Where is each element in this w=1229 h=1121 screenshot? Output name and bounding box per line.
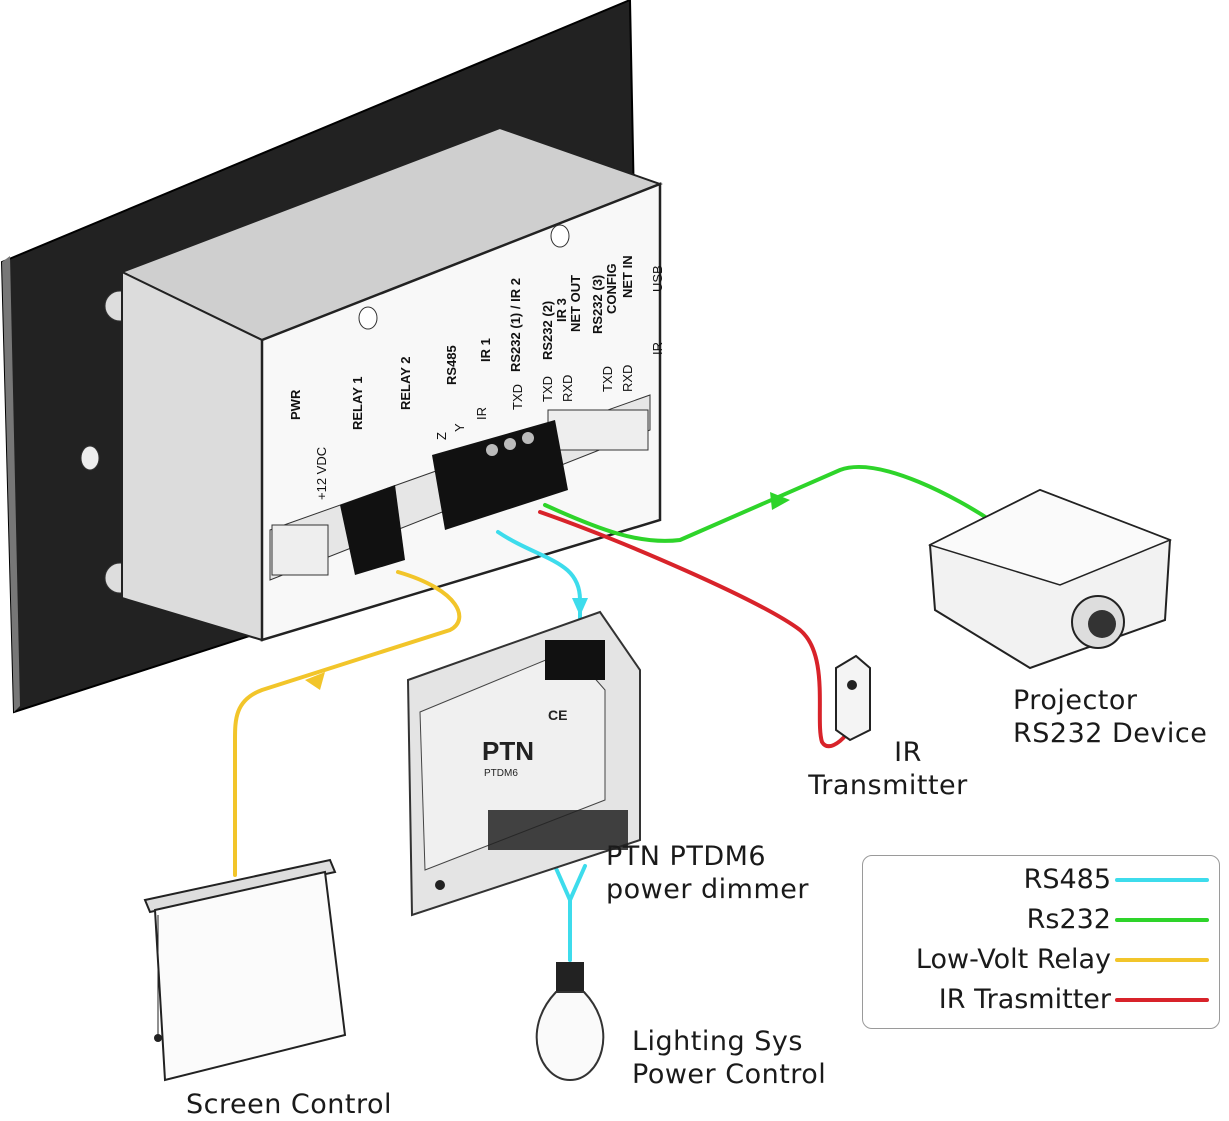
legend-swatch: [1115, 957, 1209, 962]
terminal-connectors: [340, 420, 568, 575]
port-label: TXD: [510, 384, 525, 410]
port-label: TXD: [540, 376, 555, 402]
dimmer-label-line1: PTN PTDM6: [606, 841, 767, 872]
lighting-label-line2: Power Control: [632, 1059, 827, 1090]
panel-labels: PWR +12 VDC RELAY 1 RELAY 2 RS485 Z Y IR…: [288, 255, 665, 500]
lighting-label-line1: Lighting Sys: [632, 1026, 803, 1057]
ir-wire: [538, 510, 848, 749]
port-label: NET OUT: [568, 275, 583, 332]
legend-label: IR Trasmitter: [938, 984, 1111, 1015]
projector-label-line2: RS232 Device: [1013, 718, 1208, 749]
legend-row-rs485: RS485: [1024, 864, 1209, 895]
dimmer-brand: PTN: [482, 736, 534, 766]
legend-row-rs232: Rs232: [1027, 904, 1209, 935]
port-label: TXD: [600, 366, 615, 392]
dimmer-label-line2: power dimmer: [606, 874, 809, 905]
legend-row-ir: IR Trasmitter: [939, 984, 1209, 1015]
screen-control-label: Screen Control: [186, 1089, 393, 1120]
port-label: CONFIG: [604, 263, 619, 314]
port-label: RS485: [444, 345, 459, 385]
port-label: USB: [650, 265, 665, 292]
ir-transmitter: [835, 654, 871, 742]
port-label: PWR: [288, 389, 303, 420]
legend-row-relay: Low-Volt Relay: [916, 944, 1209, 975]
port-label: RS232 (2): [540, 301, 555, 360]
light-bulb: [535, 962, 605, 1082]
legend-label: RS485: [1023, 864, 1111, 895]
rs485-arrow: [572, 598, 588, 616]
projector-label-line1: Projector: [1013, 685, 1138, 716]
legend-swatch: [1115, 917, 1209, 922]
port-label: RELAY 2: [398, 357, 413, 410]
legend-label: Low-Volt Relay: [915, 944, 1111, 975]
port-label: IR: [650, 342, 665, 355]
projector-label: Projector RS232 Device: [1013, 684, 1207, 750]
dimmer-label: PTN PTDM6 power dimmer: [606, 840, 809, 906]
legend-swatch: [1115, 997, 1209, 1002]
port-label: RELAY 1: [350, 377, 365, 430]
ir-transmitter-label-line1: IR: [894, 737, 922, 768]
legend-label: Rs232: [1026, 904, 1111, 935]
rs485-lamp-wire: [553, 864, 587, 962]
relay-arrow: [305, 672, 325, 690]
projection-screen: [143, 858, 347, 1082]
port-label: NET IN: [620, 255, 635, 298]
port-label: RXD: [620, 365, 635, 392]
port-label: RS232 (3): [590, 275, 605, 334]
port-label: +12 VDC: [314, 447, 329, 500]
wires: [233, 465, 992, 962]
port-label: IR: [474, 407, 489, 420]
legend: RS485 Rs232 Low-Volt Relay IR Trasmitter: [862, 855, 1220, 1029]
ir-transmitter-label: IR Transmitter: [800, 736, 976, 802]
port-label: Y: [452, 423, 467, 432]
legend-swatch: [1115, 877, 1209, 882]
port-label: RXD: [560, 375, 575, 402]
projector: [927, 488, 1173, 670]
ir-transmitter-label-line2: Transmitter: [808, 770, 968, 801]
power-dimmer: PTN PTDM6 CE: [406, 610, 641, 917]
lighting-label: Lighting Sys Power Control: [632, 1025, 826, 1091]
dimmer-model: PTDM6: [484, 768, 518, 779]
rs485-wire: [496, 530, 582, 652]
relay-wire: [233, 570, 462, 877]
port-label: IR 3: [554, 298, 569, 322]
rs232-arrow: [770, 492, 790, 510]
port-label: RS232 (1) / IR 2: [508, 278, 523, 372]
port-label: Z: [434, 432, 449, 440]
ce-mark: CE: [548, 707, 567, 723]
rs232-wire: [543, 465, 992, 543]
port-label: IR 1: [478, 338, 493, 362]
